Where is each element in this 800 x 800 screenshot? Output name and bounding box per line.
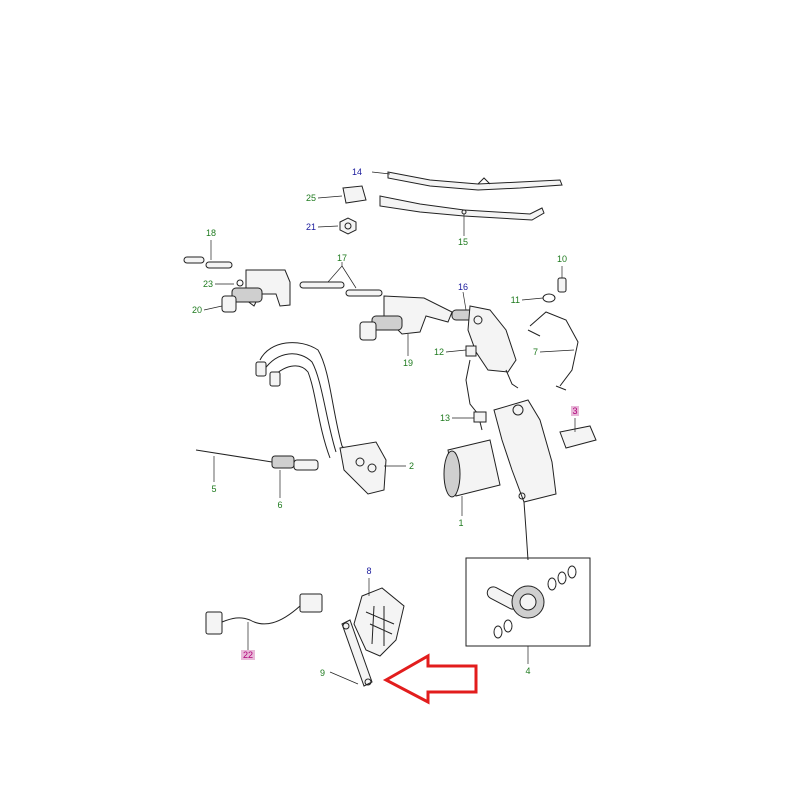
callout-17: 17: [337, 253, 347, 263]
link-rod: [329, 619, 373, 687]
highlight-arrow: [382, 653, 478, 705]
callout-8: 8: [366, 566, 371, 576]
callout-10: 10: [557, 254, 567, 264]
callout-19: 19: [403, 358, 413, 368]
spindle-cap: [317, 185, 367, 204]
wiper-motor: [443, 399, 557, 561]
callout-14: 14: [352, 167, 362, 177]
callout-16: 16: [458, 282, 468, 292]
callout-7: 7: [533, 347, 538, 357]
callout-11: 11: [511, 295, 520, 305]
callout-3: 3: [572, 406, 577, 416]
wiper-blade: [371, 171, 563, 191]
callout-5: 5: [211, 484, 216, 494]
callout-1: 1: [458, 518, 463, 528]
callout-18: 18: [206, 228, 216, 238]
callout-21: 21: [306, 222, 316, 232]
spindle-nut: [317, 217, 357, 235]
switch-harness: [205, 593, 323, 650]
callout-22: 22: [243, 650, 253, 660]
callout-2: 2: [409, 461, 414, 471]
mounting-strap: [527, 311, 579, 391]
callout-4: 4: [525, 666, 530, 676]
callout-6: 6: [277, 500, 282, 510]
left-wheelbox: [203, 269, 291, 313]
lever-pad: [353, 578, 405, 657]
callout-13: 13: [440, 413, 450, 423]
harness-bracket: [255, 342, 406, 495]
right-wheelbox: [359, 295, 453, 356]
callout-23: 23: [203, 279, 213, 289]
callout-labels: 14 25 21 15 18 17 16 10 23 20 11 12 19 7…: [192, 167, 579, 678]
bolt-washer: [521, 266, 567, 303]
center-tubes: [299, 262, 383, 297]
seal-block: [559, 418, 597, 449]
callout-9: 9: [320, 668, 325, 678]
gearbox-crank: [445, 291, 519, 389]
callout-20: 20: [192, 305, 202, 315]
speed-cable: [195, 449, 319, 498]
callout-12: 12: [434, 347, 444, 357]
wiring-lead: [452, 359, 487, 431]
gear-inset: [465, 557, 591, 664]
callout-25: 25: [306, 193, 316, 203]
left-tubes: [183, 240, 233, 269]
wiper-arm: [379, 195, 545, 236]
callout-15: 15: [458, 237, 468, 247]
